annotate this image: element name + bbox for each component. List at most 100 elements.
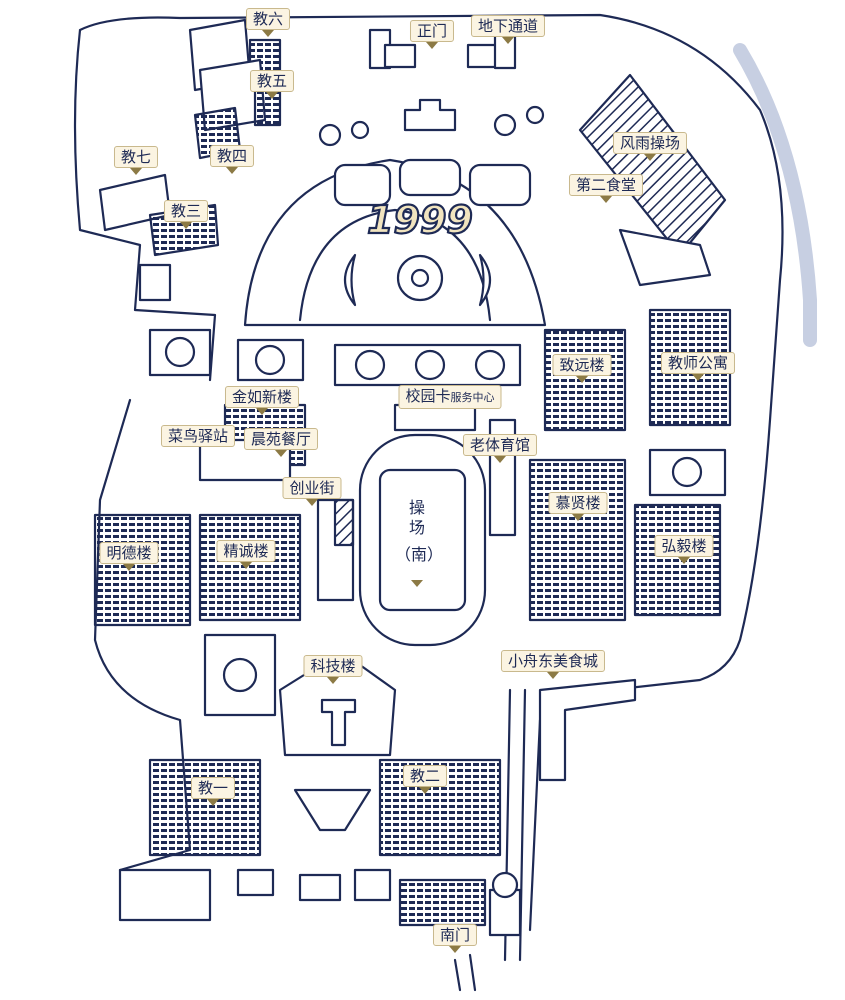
building-jingcheng: [198, 513, 302, 622]
court-lower-ball: [222, 657, 258, 693]
label-main-gate[interactable]: 正门: [409, 20, 455, 42]
label-food-city[interactable]: 小舟东美食城: [500, 650, 606, 672]
label-hongyi[interactable]: 弘毅楼: [654, 535, 714, 557]
tree-1: [318, 123, 342, 147]
south-gate-dome: [491, 871, 519, 899]
court-right-ball: [671, 456, 703, 488]
label-card-center[interactable]: 校园卡服务中心: [398, 385, 502, 409]
building-sw-3: [298, 873, 342, 902]
fountain: [293, 788, 372, 832]
pointer-zhiyuan: [576, 376, 588, 383]
label-jiao2[interactable]: 教二: [402, 765, 448, 787]
label-jiao3[interactable]: 教三: [163, 200, 209, 222]
court-1-ball: [164, 336, 196, 368]
pointer-jiao7: [130, 168, 142, 175]
plaza-leaf-right: [478, 253, 492, 307]
label-chuangye[interactable]: 创业街: [282, 477, 342, 499]
pointer-jiao6: [262, 30, 274, 37]
building-mingde: [93, 513, 192, 627]
pointer-track: [411, 580, 423, 587]
pointer-mingde: [123, 564, 135, 571]
building-sw-1: [118, 868, 212, 922]
pointer-hongyi: [678, 557, 690, 564]
tree-2: [350, 120, 370, 140]
food-city: [538, 678, 637, 782]
south-gate-posts: [453, 953, 477, 992]
plaza-emblem-core: [410, 268, 430, 288]
court-row-ball-3: [474, 349, 506, 381]
building-muxian: [528, 458, 627, 622]
plaza-inner: [298, 208, 492, 322]
label-teacher-apt[interactable]: 教师公寓: [660, 352, 736, 374]
pointer-jiao1: [207, 799, 219, 806]
label-jinru[interactable]: 金如新楼: [224, 386, 300, 408]
court-row-ball-2: [414, 349, 446, 381]
chuangye-hatched: [333, 498, 355, 547]
building-keji-t: [320, 698, 357, 747]
building-sw-2: [236, 868, 275, 897]
label-track-3: （南）: [395, 545, 444, 564]
campus-boundary: [73, 13, 784, 932]
plaza-block-1: [333, 163, 392, 207]
pointer-jiao4: [226, 167, 238, 174]
label-jiao7[interactable]: 教七: [113, 146, 159, 168]
plaza-outer: [243, 158, 547, 327]
main-gate-post: [383, 43, 417, 69]
label-track-1: 操: [408, 498, 425, 517]
pointer-fengyu: [644, 154, 656, 161]
pointer-jinru: [256, 408, 268, 415]
label-chenyuan[interactable]: 晨苑餐厅: [243, 428, 319, 450]
pointer-chuangye: [306, 499, 318, 506]
label-mingde[interactable]: 明德楼: [99, 542, 159, 564]
plaza-block-3: [468, 163, 532, 207]
pointer-teacher-apt: [692, 374, 704, 381]
tree-4: [525, 105, 545, 125]
building-jiao3-annex: [138, 263, 172, 302]
building-hongyi: [633, 503, 722, 617]
label-fengyu[interactable]: 风雨操场: [612, 132, 688, 154]
pointer-jingcheng: [240, 562, 252, 569]
label-jiao6[interactable]: 教六: [245, 8, 291, 30]
campus-boundary-west: [93, 398, 192, 872]
pointer-underpass: [502, 37, 514, 44]
pointer-main-gate: [426, 42, 438, 49]
fengyu-stadium-base: [618, 228, 712, 287]
label-track-2: 场: [408, 518, 425, 537]
building-south-gate-block: [398, 878, 487, 927]
fengyu-stadium: [578, 73, 727, 257]
track-inner: [378, 468, 467, 612]
main-gate-right: [466, 43, 500, 69]
pointer-canteen2: [600, 196, 612, 203]
label-jiao5[interactable]: 教五: [249, 70, 295, 92]
plaza-leaf-left: [343, 253, 357, 307]
court-row-ball-1: [354, 349, 386, 381]
building-jiao1: [148, 758, 262, 857]
label-jiao4[interactable]: 教四: [209, 145, 255, 167]
label-jingcheng[interactable]: 精诚楼: [216, 540, 276, 562]
label-zhiyuan[interactable]: 致远楼: [552, 354, 612, 376]
pointer-jiao5: [266, 92, 278, 99]
label-card-center-sub: 服务中心: [450, 391, 495, 404]
label-underpass[interactable]: 地下通道: [470, 15, 546, 37]
pointer-chenyuan: [275, 450, 287, 457]
emblem-1999: 1999: [367, 198, 473, 242]
label-card-center-main: 校园卡: [405, 387, 451, 405]
pointer-sports-hall: [494, 456, 506, 463]
label-south-gate[interactable]: 南门: [432, 924, 478, 946]
label-sports-hall[interactable]: 老体育馆: [462, 434, 538, 456]
plaza-block-2: [398, 158, 462, 197]
building-sw-4: [353, 868, 392, 902]
pointer-jiao2: [419, 787, 431, 794]
label-keji[interactable]: 科技楼: [303, 655, 363, 677]
pointer-food-city: [547, 672, 559, 679]
court-2-ball: [254, 344, 286, 376]
plaza-pavilion: [403, 98, 457, 132]
label-cainiao[interactable]: 菜鸟驿站: [160, 425, 236, 447]
label-canteen2[interactable]: 第二食堂: [568, 174, 644, 196]
pointer-muxian: [572, 514, 584, 521]
label-jiao1[interactable]: 教一: [190, 777, 236, 799]
tree-3: [493, 113, 517, 137]
label-muxian[interactable]: 慕贤楼: [548, 492, 608, 514]
pointer-keji: [327, 677, 339, 684]
pointer-south-gate: [449, 946, 461, 953]
